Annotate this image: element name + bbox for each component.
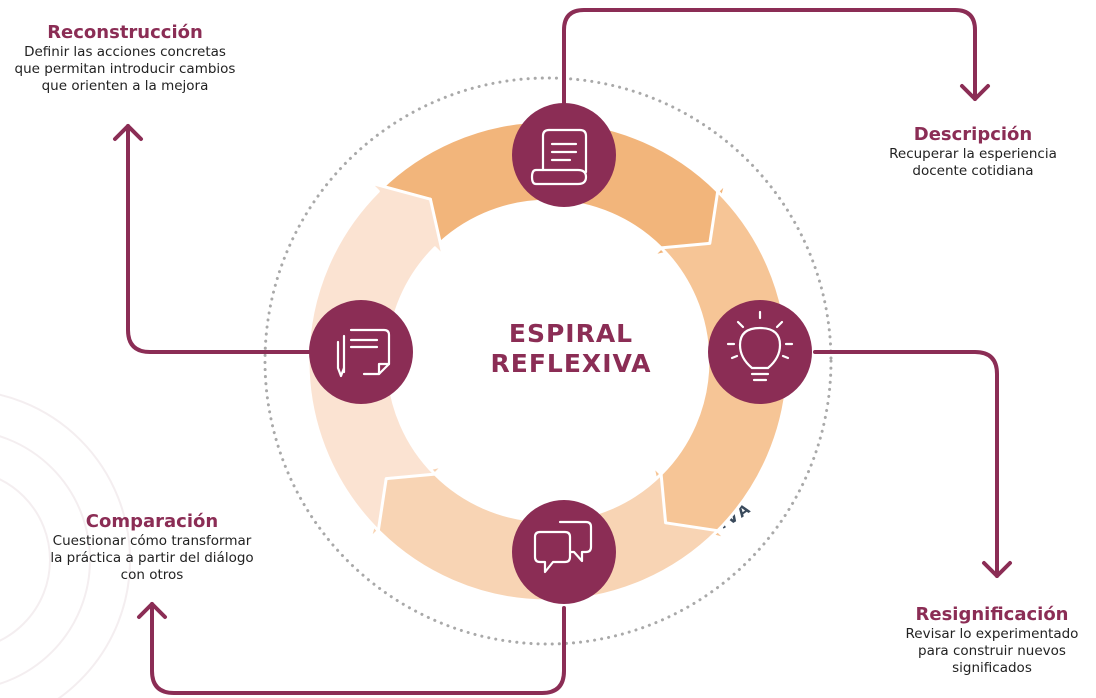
stage-comparacion: Comparación Cuestionar cómo transformar … [22, 511, 282, 584]
stage-desc-resignificacion-line-2: para construir nuevos [918, 643, 1066, 659]
stage-desc-reconstruccion-line-3: que orienten a la mejora [41, 78, 209, 94]
stage-desc-resignificacion-line-1: Revisar lo experimentado [905, 626, 1079, 642]
stage-descripcion: Descripción Recuperar la esperiencia doc… [868, 124, 1078, 180]
dotted-ring [263, 76, 833, 646]
stage-title-descripcion: Descripción [913, 124, 1033, 145]
arrow-head-comparacion [137, 602, 167, 619]
stage-title-comparacion: Comparación [85, 511, 219, 532]
lightbulb-icon-circle [708, 300, 812, 404]
connector-comparacion [150, 602, 566, 695]
center-circle [430, 243, 666, 479]
arrow-head-resignificacion [982, 561, 1012, 578]
arrow-head-reconstruccion [113, 124, 143, 141]
connectors [113, 8, 1012, 695]
lightbulb-icon [726, 310, 794, 382]
stage-desc-resignificacion-line-3: significados [952, 660, 1032, 676]
document-icon [530, 128, 588, 186]
stage-reconstruccion: Reconstrucción Definir las acciones conc… [5, 22, 245, 95]
stage-title-resignificacion: Resignificación [915, 604, 1069, 625]
icon-lightbulb-group [708, 300, 812, 404]
icon-chat-group [512, 500, 616, 604]
icon-scroll-group [309, 300, 413, 404]
document-icon-circle [512, 103, 616, 207]
stage-resignificacion: Resignificación Revisar lo experimentado… [892, 604, 1092, 677]
chat-bubbles-icon-circle [512, 500, 616, 604]
arrow-head-descripcion [960, 84, 990, 101]
stage-desc-reconstruccion-line-2: que permitan introducir cambios [14, 61, 236, 77]
stage-desc-comparacion-line-3: con otros [120, 567, 184, 583]
stage-desc-descripcion-line-1: Recuperar la esperiencia [889, 146, 1057, 162]
stage-desc-comparacion-line-2: la práctica a partir del diálogo [50, 550, 254, 566]
icon-document-group [512, 103, 616, 207]
stage-desc-reconstruccion-line-1: Definir las acciones concretas [24, 44, 226, 60]
stage-desc-descripcion-line-2: docente cotidiana [912, 163, 1034, 179]
scroll-icon [336, 328, 391, 378]
center-title-line-1: ESPIRAL [509, 319, 633, 348]
stage-title-reconstruccion: Reconstrucción [47, 22, 203, 43]
chat-bubbles-icon [533, 520, 593, 574]
background-arcs [0, 393, 131, 698]
connector-descripcion [562, 8, 977, 110]
connector-resignificacion [813, 350, 999, 578]
stage-desc-comparacion-line-1: Cuestionar cómo transformar [52, 533, 252, 549]
center-title-line-2: REFLEXIVA [491, 349, 652, 378]
connector-reconstruccion [126, 124, 311, 354]
scroll-icon-circle [309, 300, 413, 404]
